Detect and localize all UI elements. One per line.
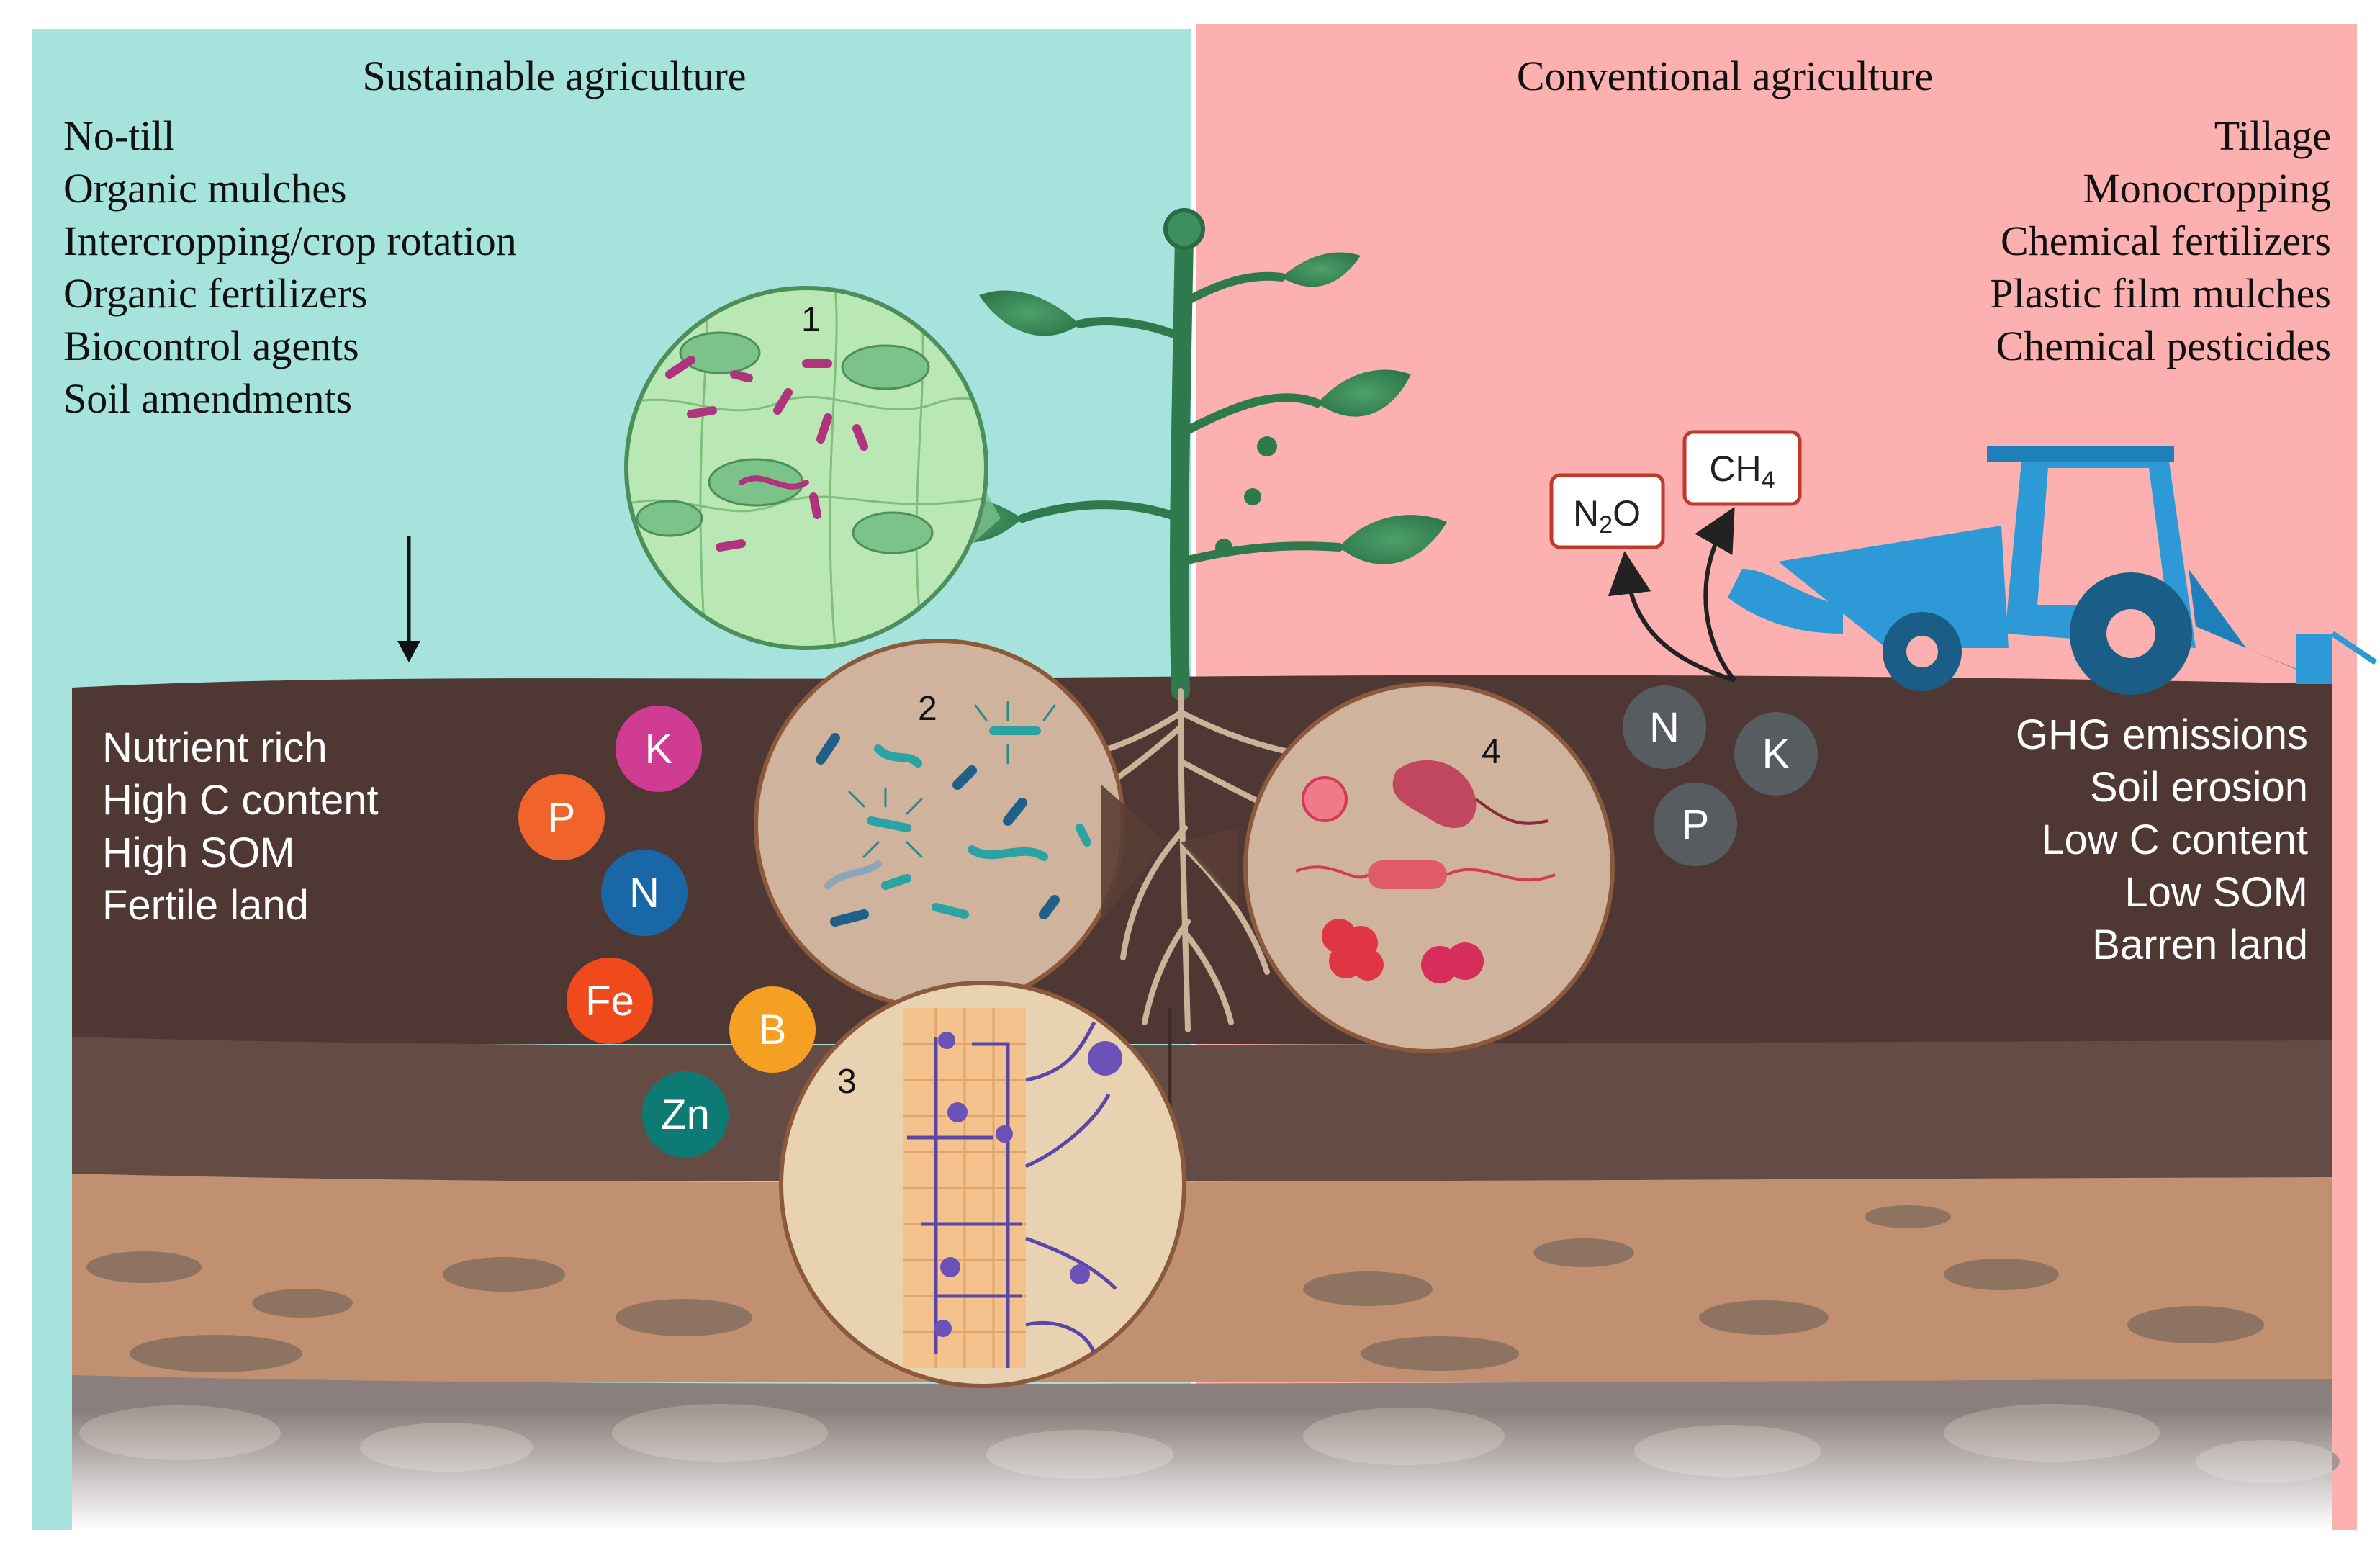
depleted-nutrient-n-label: N <box>1649 704 1680 751</box>
leaf-left-upper <box>979 290 1080 336</box>
trait-nutrient-rich: Nutrient rich <box>102 724 328 771</box>
trait-low-c-content: Low C content <box>2041 816 2308 863</box>
practice-plastic-film-mulches: Plastic film mulches <box>1990 270 2331 317</box>
trait-ghg-emissions: GHG emissions <box>2016 711 2308 758</box>
bottom-fade <box>72 1411 2332 1530</box>
trait-soil-erosion: Soil erosion <box>2090 764 2308 811</box>
plant-stem <box>1169 228 1194 701</box>
conventional-practices-list: Tillage Monocropping Chemical fertilizer… <box>1990 112 2331 369</box>
leaf-right-upper <box>1281 252 1361 287</box>
nutrient-fe-label: Fe <box>585 978 634 1025</box>
depleted-nutrient-p: P <box>1654 783 1737 866</box>
zoom-circle-4: 4 <box>1243 682 1615 1053</box>
depleted-nutrient-p-label: P <box>1682 801 1710 848</box>
depleted-nutrient-n: N <box>1623 685 1706 769</box>
practice-soil-amendments: Soil amendments <box>63 375 352 422</box>
no-till-arrow <box>397 536 420 662</box>
practice-no-till: No-till <box>63 112 175 159</box>
trait-fertile-land: Fertile land <box>102 882 309 929</box>
leaf-right-middle <box>1317 369 1411 417</box>
zoom-number-1: 1 <box>801 301 821 339</box>
ch4-label-main: CH <box>1709 449 1761 489</box>
zoom-circle-2: 2 <box>754 639 1125 1010</box>
n2o-label-end: O <box>1613 493 1641 534</box>
practice-tillage: Tillage <box>2214 112 2331 159</box>
zoom-number-4: 4 <box>1482 733 1501 771</box>
nutrient-p: P <box>518 774 605 860</box>
zoom-circle-3: 3 <box>779 981 1186 1388</box>
n2o-gas-box: N2O <box>1549 473 1665 549</box>
nutrient-b-label: B <box>759 1007 787 1053</box>
practice-intercropping: Intercropping/crop rotation <box>63 217 517 264</box>
nutrient-k-label: K <box>645 726 673 773</box>
svg-text:N2O: N2O <box>1573 493 1641 539</box>
nutrient-b: B <box>729 986 816 1073</box>
ghg-emission-arrows <box>1608 506 1737 683</box>
plant-roots <box>1034 688 1320 1032</box>
subsoil-stones <box>86 1205 2264 1372</box>
practice-organic-fertilizers: Organic fertilizers <box>63 270 367 317</box>
conventional-soil-traits: GHG emissions Soil erosion Low C content… <box>2016 711 2308 968</box>
sustainable-title: Sustainable agriculture <box>362 53 746 99</box>
practice-chemical-fertilizers: Chemical fertilizers <box>2001 217 2331 264</box>
nutrient-zn-label: Zn <box>661 1091 710 1138</box>
sustainable-practices-list: No-till Organic mulches Intercropping/cr… <box>63 112 517 422</box>
n2o-label-subscript: 2 <box>1599 511 1613 539</box>
tractor <box>1728 446 2378 695</box>
practice-monocropping: Monocropping <box>2083 165 2331 212</box>
trait-barren-land: Barren land <box>2092 922 2308 968</box>
sustainable-soil-traits: Nutrient rich High C content High SOM Fe… <box>102 724 379 929</box>
plant-bud <box>1163 208 1205 250</box>
practice-organic-mulches: Organic mulches <box>63 165 347 212</box>
depleted-nutrient-k: K <box>1734 712 1818 796</box>
ch4-label-subscript: 4 <box>1762 467 1775 494</box>
trait-high-c-content: High C content <box>102 777 379 824</box>
sustainable-nutrients: K P N Fe B Zn <box>518 706 816 1158</box>
nutrient-n: N <box>601 850 688 936</box>
depleted-nutrient-k-label: K <box>1762 731 1790 778</box>
subsoil-layer-dark <box>72 1037 2332 1181</box>
plant <box>893 208 1447 1032</box>
nutrient-n-label: N <box>629 870 659 917</box>
svg-text:CH4: CH4 <box>1709 449 1775 494</box>
zoom-number-3: 3 <box>837 1063 857 1101</box>
nutrient-fe: Fe <box>567 958 653 1044</box>
zoom-number-2: 2 <box>918 690 937 728</box>
conventional-title: Conventional agriculture <box>1517 53 1933 99</box>
trait-low-som: Low SOM <box>2124 869 2308 916</box>
conventional-nutrients: N K P <box>1623 685 1818 866</box>
practice-biocontrol-agents: Biocontrol agents <box>63 323 359 369</box>
zoom-label-1: 1 <box>801 301 821 339</box>
leaf-right-lower <box>1339 515 1447 564</box>
nutrient-p-label: P <box>548 794 576 841</box>
nutrient-k: K <box>616 706 702 792</box>
zoom-circle-1: 1 <box>624 286 988 650</box>
soil-profile <box>72 675 2340 1530</box>
ch4-gas-box: CH4 <box>1682 430 1802 506</box>
practice-chemical-pesticides: Chemical pesticides <box>1996 323 2331 369</box>
nutrient-zn: Zn <box>642 1071 729 1158</box>
n2o-label-main: N <box>1573 493 1599 534</box>
trait-high-som: High SOM <box>102 829 295 876</box>
